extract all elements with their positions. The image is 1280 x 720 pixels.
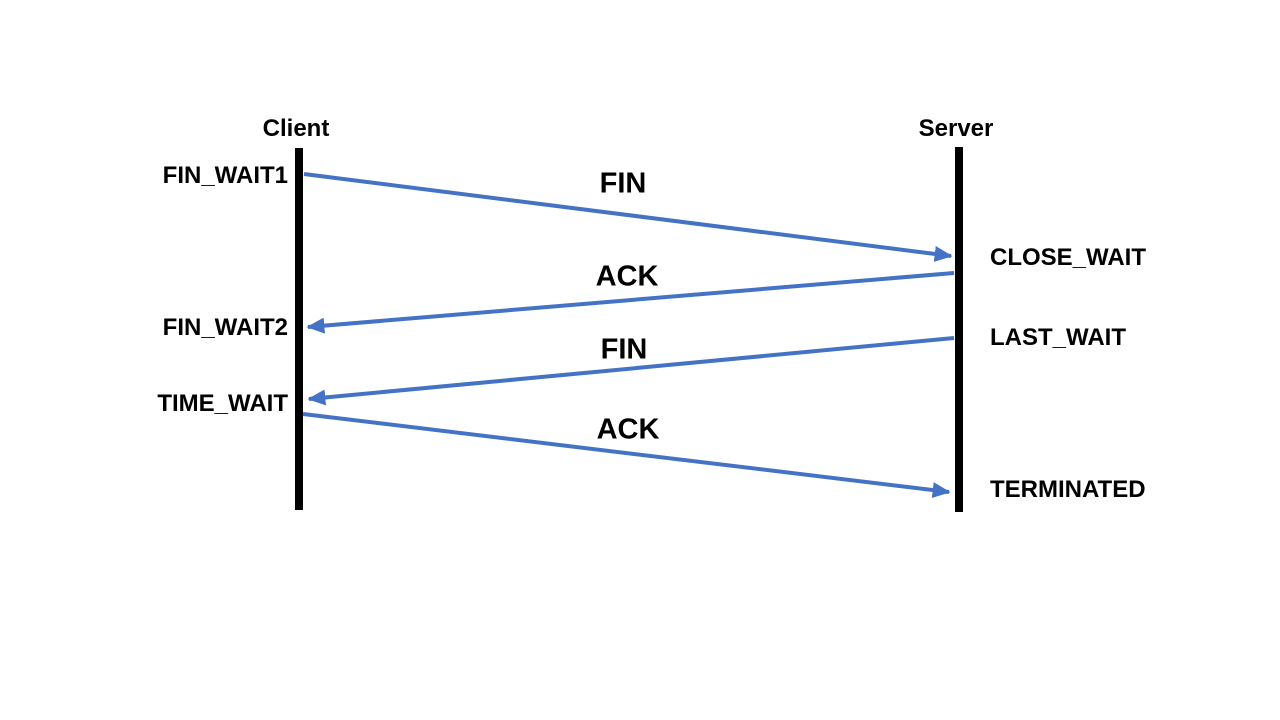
message-arrows-group xyxy=(302,172,955,498)
message-arrow-fin-2 xyxy=(307,336,955,406)
message-arrow-ack-3 xyxy=(302,412,951,498)
state-label-fin-wait1: FIN_WAIT1 xyxy=(162,162,288,189)
message-label-ack-2: ACK xyxy=(596,413,660,446)
message-label-ack-1: ACK xyxy=(595,260,659,293)
state-label-close-wait: CLOSE_WAIT xyxy=(990,244,1147,271)
actor-label-server: Server xyxy=(918,115,994,142)
message-label-fin-2: FIN xyxy=(600,333,648,366)
state-label-time-wait: TIME_WAIT xyxy=(157,390,288,417)
state-label-fin-wait2: FIN_WAIT2 xyxy=(162,314,288,341)
message-arrow-ack-1 xyxy=(306,271,955,334)
state-label-terminated: TERMINATED xyxy=(990,476,1146,503)
actor-label-client: Client xyxy=(262,115,330,142)
message-arrow-fin-0 xyxy=(303,172,953,262)
message-label-fin-1: FIN xyxy=(599,167,647,200)
lifelines-group xyxy=(295,147,963,512)
state-label-last-wait: LAST_WAIT xyxy=(990,324,1126,351)
